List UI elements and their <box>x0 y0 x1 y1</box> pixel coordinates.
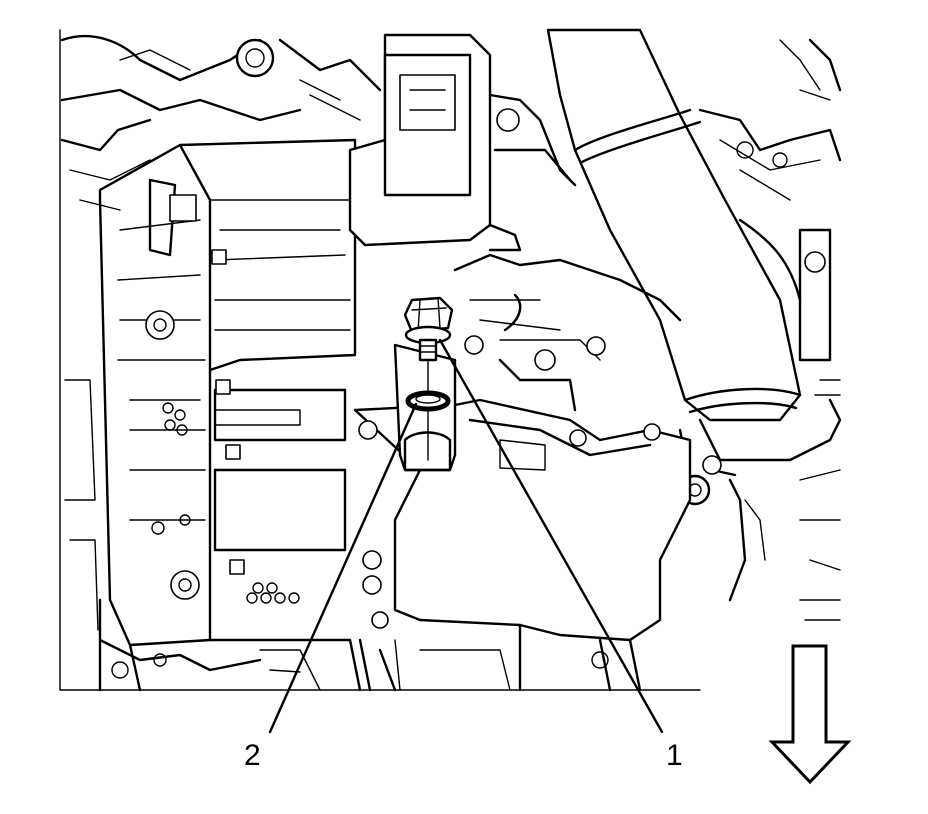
air-intake-duct <box>546 28 842 506</box>
callout-leaders <box>268 338 664 734</box>
engine-mount <box>348 33 577 252</box>
drain-plug-seal <box>405 390 451 412</box>
lower-components <box>98 638 397 692</box>
engine-assembly-line-art <box>59 28 842 692</box>
upper-left-components <box>60 34 382 211</box>
callout-1: 1 <box>666 739 683 772</box>
leader-line-2 <box>268 402 418 734</box>
transmission-housing <box>64 138 362 692</box>
drain-plug <box>403 296 454 461</box>
oil-pan <box>353 253 692 692</box>
down-arrow-icon <box>768 644 852 785</box>
callout-2: 2 <box>244 739 261 772</box>
leader-line-1 <box>438 338 664 734</box>
right-side-components <box>698 38 842 621</box>
